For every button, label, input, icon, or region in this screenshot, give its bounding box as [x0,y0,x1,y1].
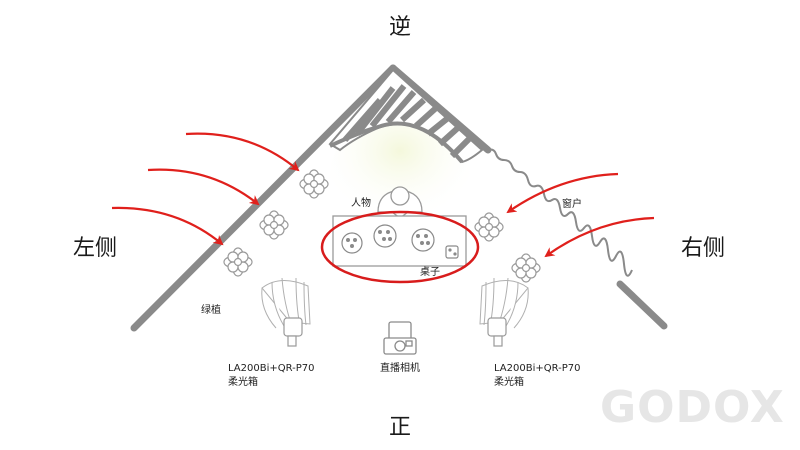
right-arrows [506,172,655,258]
table-icon [332,215,467,267]
label-light-left-type: 柔光箱 [228,375,258,388]
arrow-icon [111,206,224,246]
flower-icon [474,212,504,242]
person-icon [377,186,423,219]
flower-icon [299,169,329,199]
label-front: 正 [389,415,411,440]
window-wave-icon [487,148,633,277]
label-plants: 绿植 [201,303,221,316]
left-wall [130,64,397,332]
flower-icon [223,247,253,277]
label-light-left-model: LA200Bi+QR-P70 [228,363,315,374]
light-glow [330,115,470,235]
arrow-icon [185,132,300,172]
label-light-right-model: LA200Bi+QR-P70 [494,363,581,374]
left-arrows [111,132,300,246]
label-left: 左侧 [73,236,117,261]
arrow-icon [147,168,260,206]
arrow-icon [544,216,655,258]
label-back: 逆 [389,15,411,40]
camera-icon [383,321,417,355]
label-light-right-type: 柔光箱 [494,375,524,388]
softbox-icon [479,277,529,347]
flower-icon [259,210,289,240]
label-subject: 人物 [351,196,371,209]
arrow-icon [506,172,619,214]
back-corner-hatch [328,68,484,164]
label-window: 窗户 [562,197,582,210]
label-right: 右侧 [681,236,725,261]
label-table: 桌子 [420,265,440,278]
flower-icon [511,253,541,283]
softbox-icon [261,277,311,347]
right-wall-bottom [616,280,668,330]
label-camera: 直播相机 [380,361,420,374]
brand-logo: GODOX [600,382,785,433]
table-highlight-ring [320,210,480,284]
svg-text:GODOX: GODOX [600,382,785,433]
